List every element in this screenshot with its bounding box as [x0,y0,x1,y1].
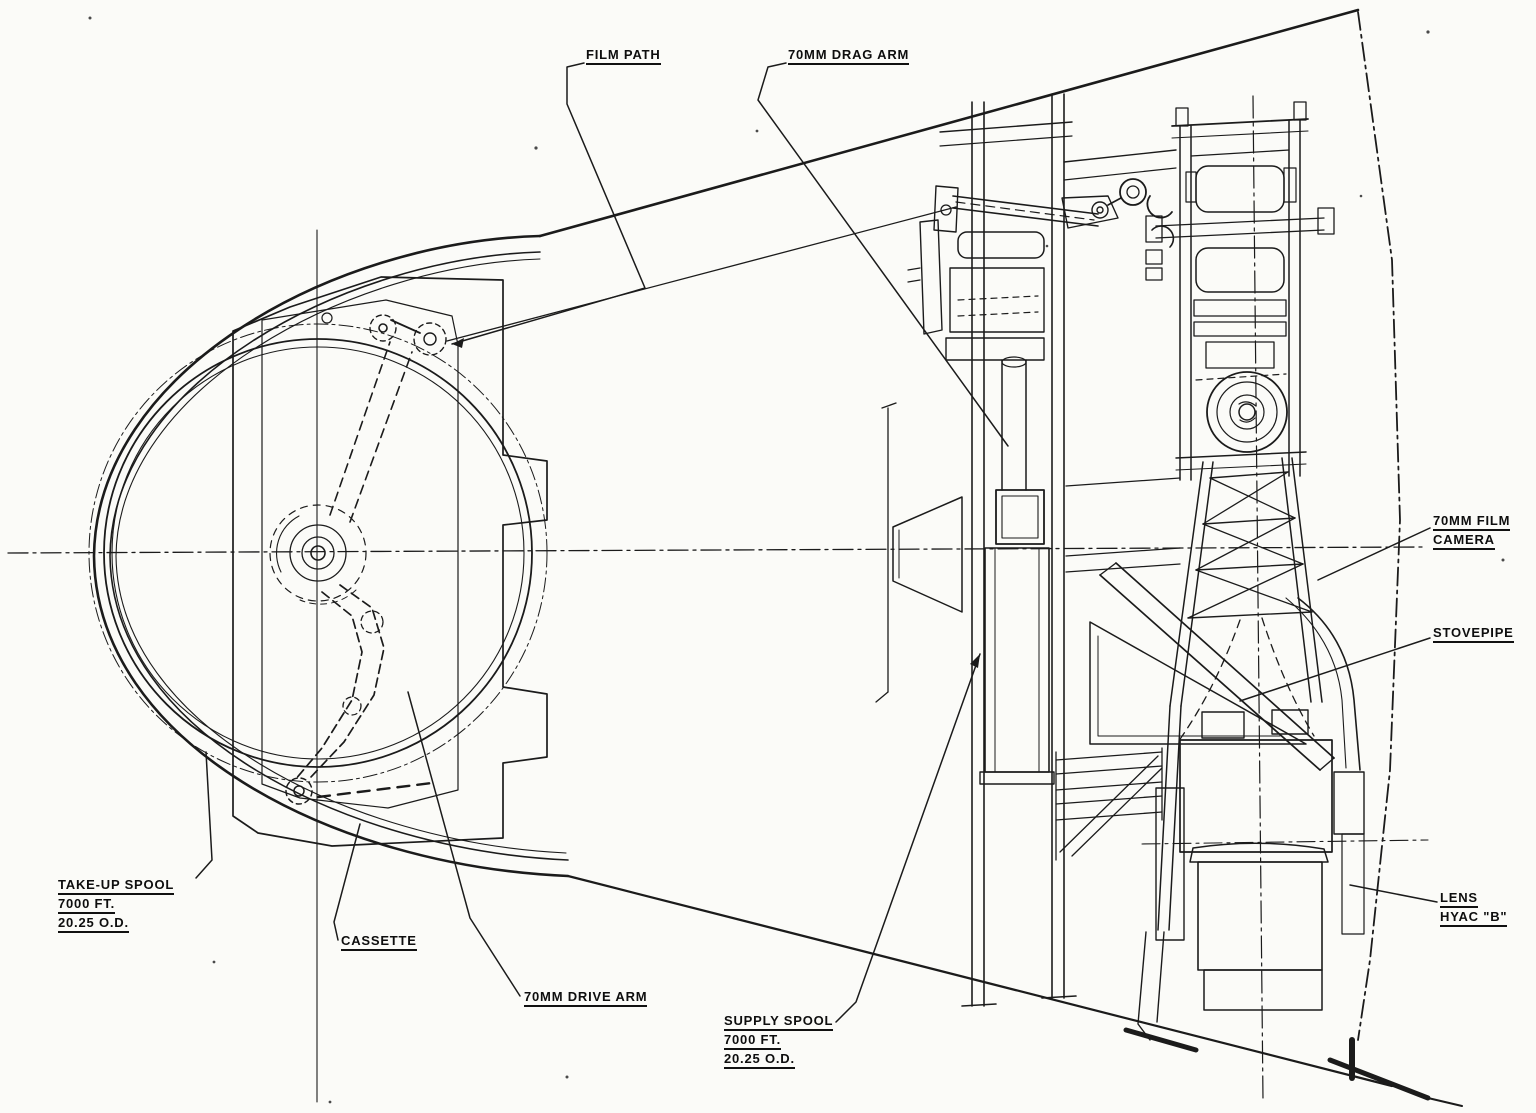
label-film-camera-line1: 70MM FILM [1433,513,1511,531]
label-stovepipe: STOVEPIPE [1433,625,1514,645]
label-cassette: CASSETTE [341,933,417,953]
label-supply-line3: 20.25 O.D. [724,1051,795,1069]
leader-drive-arm [407,691,521,997]
leader-drag-arm [757,62,1009,447]
leader-takeup [195,751,213,879]
label-drive-arm: 70MM DRIVE ARM [524,989,648,1009]
label-supply-spool: SUPPLY SPOOL 7000 FT. 20.25 O.D. [724,1013,834,1071]
label-takeup-line1: TAKE-UP SPOOL [58,877,175,895]
label-takeup-line2: 7000 FT. [58,896,115,914]
takeup-rollers [369,314,447,356]
mid-bulkhead [875,402,897,703]
label-film-path-text: FILM PATH [586,47,661,65]
leader-supply-arrow [970,654,980,668]
truss-tower [1157,457,1323,931]
label-takeup-line3: 20.25 O.D. [58,915,129,933]
drive-arm [285,341,434,805]
takeup-spool [88,323,548,783]
label-lens-line2: HYAC "B" [1440,909,1508,927]
camera-body [1155,597,1365,941]
label-film-camera-line2: CAMERA [1433,532,1495,550]
label-drive-arm-text: 70MM DRIVE ARM [524,989,648,1007]
light-funnel [892,496,963,613]
leader-film-camera [1317,527,1431,581]
label-takeup-spool: TAKE-UP SPOOL 7000 FT. 20.25 O.D. [58,877,175,935]
lower-ladder [1055,747,1163,861]
label-drag-arm: 70MM DRAG ARM [788,47,910,67]
label-film-camera: 70MM FILM CAMERA [1433,513,1511,552]
leader-cassette [333,823,361,941]
support-beams [939,93,1181,1007]
centerlines [7,95,1429,1103]
film-path-line [446,206,957,342]
supply-spool [979,489,1055,785]
sprocket-pulley [1206,371,1288,453]
triangle-brace [1089,621,1307,745]
label-cassette-text: CASSETTE [341,933,417,951]
drag-arm-assembly [933,178,1175,281]
label-drag-arm-text: 70MM DRAG ARM [788,47,910,65]
mount-feet [1123,931,1463,1107]
nose-shell [92,234,570,878]
leader-lens [1349,884,1438,903]
leader-film-path [451,62,646,345]
cone-skin [538,8,1401,1088]
leader-film-path-arrow [452,338,464,348]
label-lens-line1: LENS [1440,890,1478,908]
label-stovepipe-text: STOVEPIPE [1433,625,1514,643]
label-lens: LENS HYAC "B" [1440,890,1508,929]
lens-assembly [1189,842,1329,1011]
scan-specks [88,16,1505,1104]
camera-frame [1145,101,1335,481]
leader-stovepipe [1239,637,1431,702]
metering-rollers [907,219,1045,491]
leader-lines [195,62,1438,1023]
leader-supply [835,653,981,1023]
label-supply-line1: SUPPLY SPOOL [724,1013,834,1031]
label-film-path: FILM PATH [586,47,661,67]
label-supply-line2: 7000 FT. [724,1032,781,1050]
cassette-outline [232,276,548,847]
